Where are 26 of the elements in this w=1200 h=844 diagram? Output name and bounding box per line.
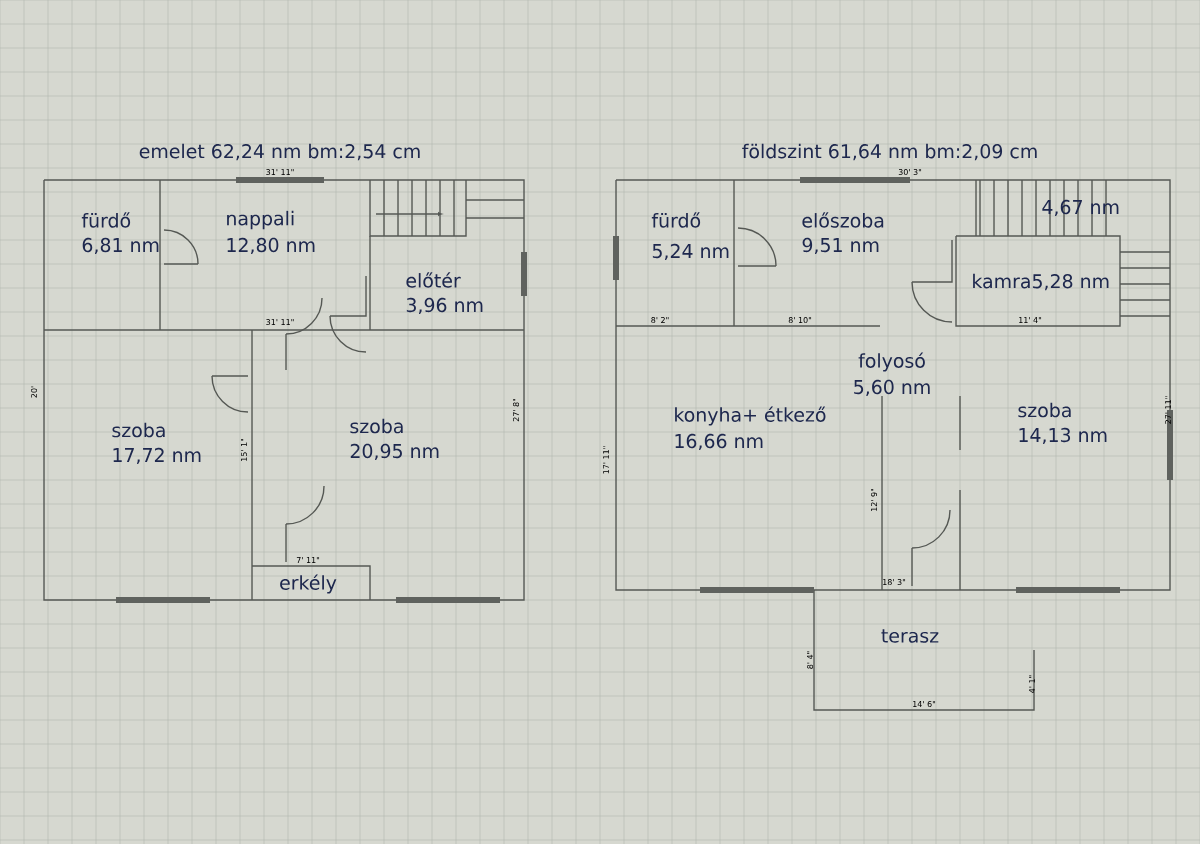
room-label: 4,67 nm xyxy=(1042,199,1119,217)
room-label: előszoba xyxy=(802,212,884,228)
room-label: 5,60 nm xyxy=(854,379,930,397)
room-label: szoba xyxy=(1018,402,1071,418)
plan-heading: földszint 61,64 nm bm:2,09 cm xyxy=(742,143,1037,161)
room-label: kamra5,28 nm xyxy=(973,273,1109,291)
room-label: szoba xyxy=(350,418,403,434)
room-label: 16,66 nm xyxy=(675,433,763,451)
plan-heading: emelet 62,24 nm bm:2,54 cm xyxy=(139,143,420,161)
room-label: 20,95 nm xyxy=(350,443,439,461)
room-label: folyosó xyxy=(858,352,925,372)
room-label: terasz xyxy=(881,629,939,643)
room-label: 3,96 nm xyxy=(406,297,483,315)
room-label: fürdő xyxy=(81,212,131,228)
room-label: 5,24 nm xyxy=(652,243,729,261)
room-label: fürdő xyxy=(651,212,701,228)
room-label: 14,13 nm xyxy=(1019,427,1107,445)
room-label: erkély xyxy=(280,574,337,594)
room-label: szoba xyxy=(112,422,165,438)
room-label: konyha+ étkező xyxy=(675,406,826,426)
room-label: nappali xyxy=(227,210,294,230)
room-label: 6,81 nm xyxy=(82,237,159,255)
room-label: 17,72 nm xyxy=(113,447,201,465)
room-label: 9,51 nm xyxy=(802,237,879,255)
room-label: előtér xyxy=(406,272,461,288)
room-label: 12,80 nm xyxy=(227,237,315,255)
